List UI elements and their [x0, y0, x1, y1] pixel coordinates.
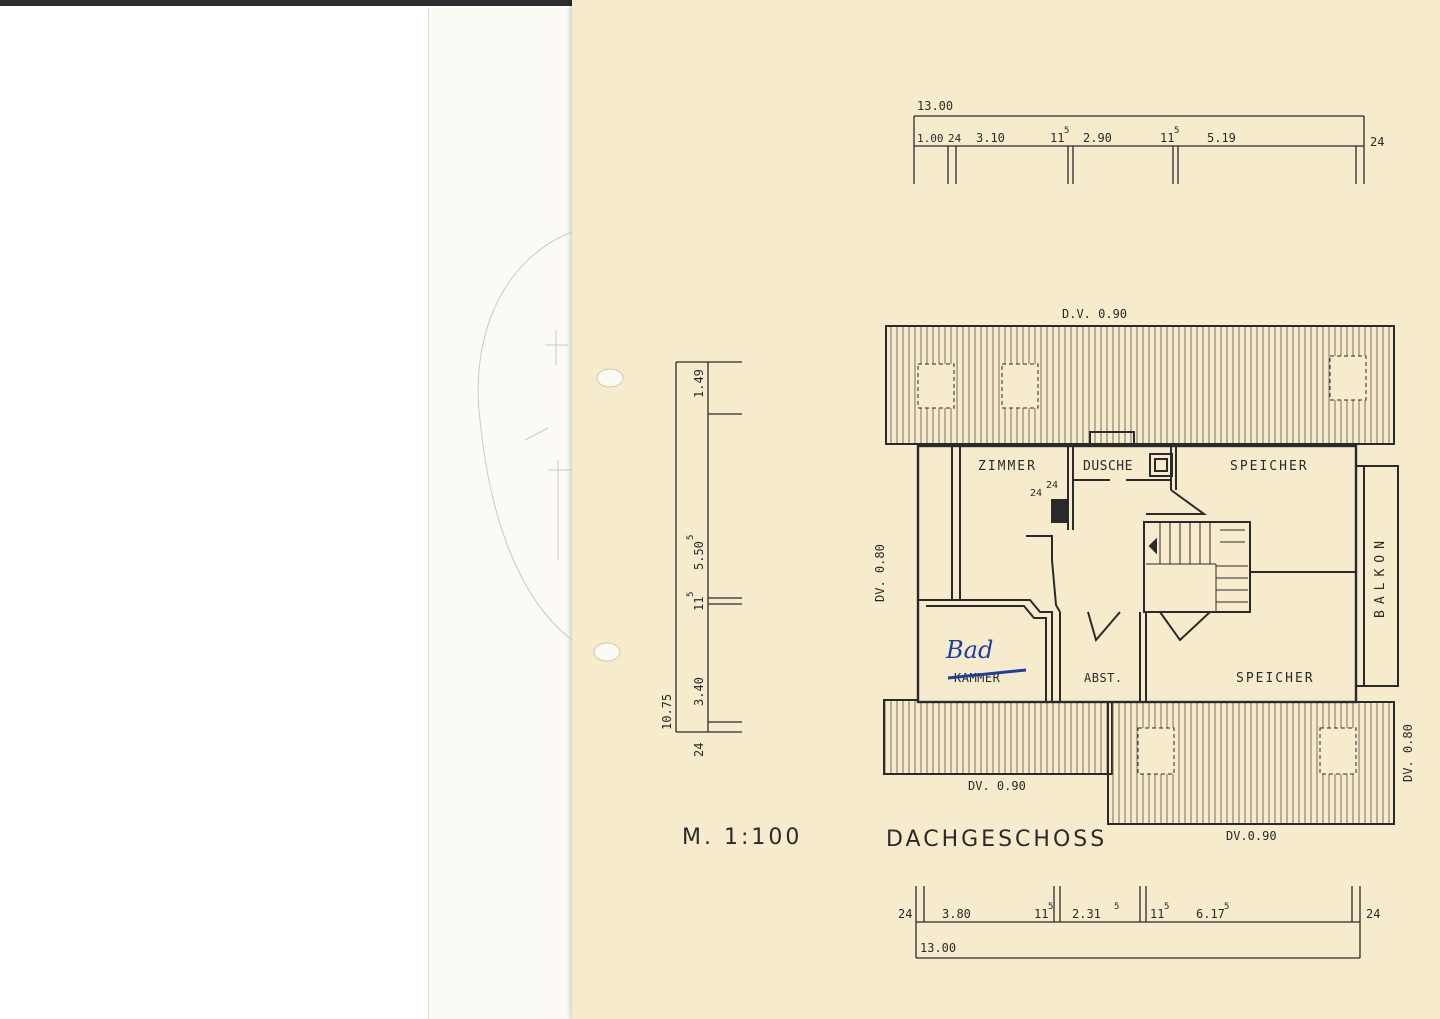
top-dim-segment: 11: [1160, 131, 1174, 145]
left-dim-segment: 3.40: [692, 677, 706, 706]
top-dim-segment: 1.00: [917, 132, 944, 145]
left-dim-segment: 5.50: [692, 541, 706, 570]
bottom-dim-segment: 24: [1366, 907, 1380, 921]
left-dim-total: 10.75: [660, 694, 674, 730]
roof-overhang-top: [885, 325, 1395, 445]
bottom-dim-segment: 11: [1150, 907, 1164, 921]
top-dim-total: 13.00: [917, 99, 953, 113]
floor-plan-interior: [916, 444, 1358, 704]
bottom-dim-superscript: 5: [1114, 902, 1119, 912]
room-label-abst: ABST.: [1084, 671, 1123, 685]
bottom-dim-total: 13.00: [920, 941, 956, 955]
chimney-dim: 24: [1030, 488, 1042, 499]
walls: [918, 431, 1399, 702]
room-label-speicher-top: SPEICHER: [1230, 459, 1309, 474]
top-dim-segment: 5.19: [1207, 131, 1236, 145]
punch-hole: [593, 642, 621, 662]
top-dim-segment: 3.10: [976, 131, 1005, 145]
punch-hole: [596, 368, 624, 388]
left-dim-segment: 24: [692, 743, 706, 757]
plan-title: DACHGESCHOSS: [886, 827, 1107, 852]
scale-label: M. 1:100: [682, 825, 802, 850]
left-dim-superscript: 5: [686, 535, 696, 540]
room-label-speicher-bottom: SPEICHER: [1236, 671, 1315, 686]
roof-overhang-bottom-left: [883, 699, 1113, 775]
bottom-dim-left: 24: [898, 907, 912, 921]
chimney-dim: 24: [1046, 480, 1058, 491]
bottom-dim-superscript: 5: [1224, 902, 1229, 912]
handwritten-note: Bad: [945, 636, 993, 664]
overhang-label-bottom-right: DV.0.90: [1226, 829, 1277, 843]
room-label-dusche: DUSCHE: [1083, 459, 1133, 474]
bottom-dim-superscript: 5: [1164, 902, 1169, 912]
roof-overhang-bottom-right: [1107, 701, 1395, 825]
overhang-label-top: D.V. 0.90: [1062, 307, 1127, 321]
strike-through: [947, 668, 1027, 680]
left-dim-segment: 1.49: [692, 369, 706, 398]
top-dimension-chain: [913, 115, 1365, 184]
left-dim-superscript: 5: [686, 592, 696, 597]
bottom-dimension-chain: [915, 886, 1361, 959]
room-label-balkon: BALKON: [1373, 535, 1388, 618]
bottom-dim-segment: 6.17: [1196, 907, 1225, 921]
overhang-label-bottom-left: DV. 0.90: [968, 779, 1026, 793]
top-dim-segment: 24: [1370, 135, 1384, 149]
pencil-sketch: [477, 231, 573, 641]
top-dim-segment: 11: [1050, 131, 1064, 145]
overhang-label-right: DV. 0.80: [1401, 724, 1415, 782]
top-dim-segment: 2.90: [1083, 131, 1112, 145]
overhang-label-left: DV. 0.80: [873, 544, 887, 602]
bottom-dim-superscript: 5: [1048, 902, 1053, 912]
bottom-dim-segment: 2.31: [1072, 907, 1101, 921]
bottom-dim-segment: 3.80: [942, 907, 971, 921]
top-dim-segment: 24: [948, 132, 962, 145]
room-label-zimmer: ZIMMER: [978, 459, 1037, 474]
back-sheet: [428, 8, 589, 1019]
top-dim-superscript: 5: [1064, 126, 1069, 136]
bottom-dim-segment: 11: [1034, 907, 1048, 921]
left-dim-segment: 11: [692, 597, 706, 611]
top-dim-superscript: 5: [1174, 126, 1179, 136]
left-dimension-chain: [675, 361, 742, 733]
